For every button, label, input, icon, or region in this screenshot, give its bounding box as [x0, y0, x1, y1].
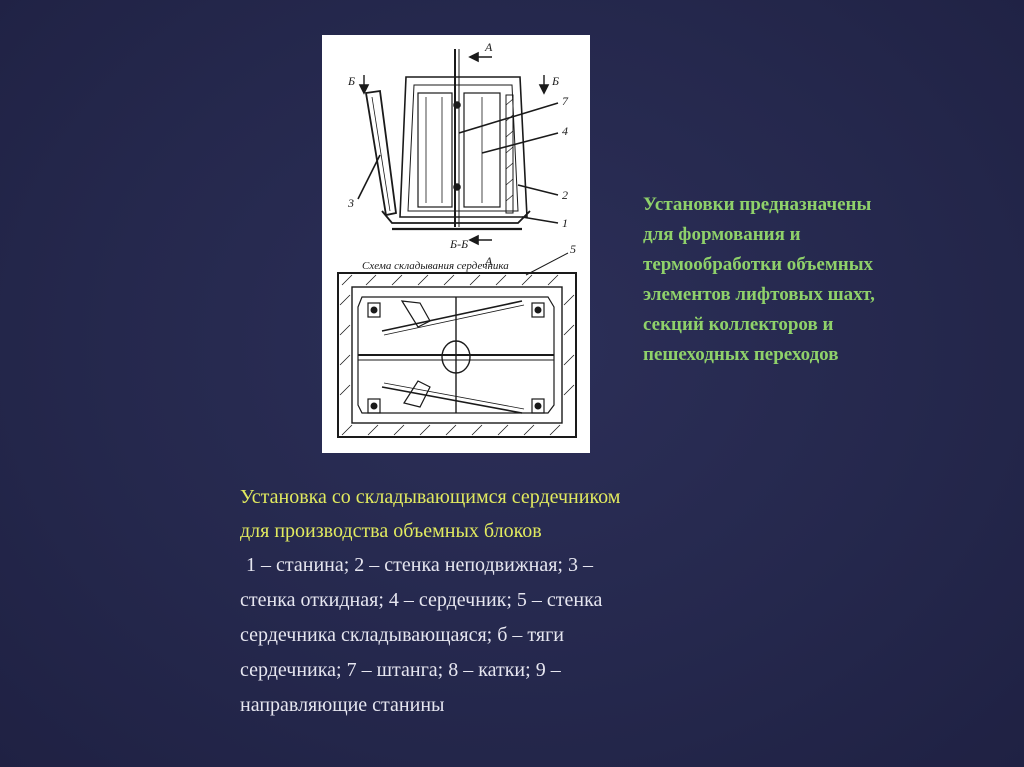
caption-title-line: Установка со складывающимся сердечником	[240, 486, 621, 508]
caption-legend-line: стенка откидная; 4 – сердечник; 5 – стен…	[240, 589, 603, 611]
caption-legend-line: 1 – станина; 2 – стенка неподвижная; 3 –	[246, 554, 593, 576]
label-a-bottom: А	[484, 254, 493, 268]
purpose-line: Установки предназначены	[643, 194, 872, 215]
caption-title-line: для производства объемных блоков	[240, 520, 542, 542]
technical-drawing: А А Б Б Б-Б Схема складывания сердечника…	[322, 35, 590, 453]
caption-legend-line: направляющие станины	[240, 694, 445, 716]
callout-4: 4	[562, 124, 568, 138]
drawing-svg: А А Б Б Б-Б Схема складывания сердечника…	[337, 40, 577, 438]
purpose-line: секций коллекторов и	[643, 314, 834, 335]
label-section-title: Б-Б	[449, 237, 468, 251]
callout-3: 3	[347, 196, 354, 210]
figure-caption: Установка со складывающимся сердечником …	[240, 480, 760, 723]
callout-5: 5	[570, 242, 576, 256]
label-scheme-caption: Схема складывания сердечника	[362, 260, 509, 272]
elevation-view	[357, 49, 559, 246]
label-b-right: Б	[551, 74, 559, 88]
purpose-line: пешеходных переходов	[643, 344, 839, 365]
callout-7: 7	[562, 94, 569, 108]
purpose-line: элементов лифтовых шахт,	[643, 284, 875, 305]
caption-legend-line: сердечника; 7 – штанга; 8 – катки; 9 –	[240, 659, 561, 681]
callout-1: 1	[562, 216, 568, 230]
purpose-line: для формования и	[643, 224, 801, 245]
purpose-line: термообработки объемных	[643, 254, 874, 275]
callout-2: 2	[562, 188, 568, 202]
label-a-top: А	[484, 40, 493, 54]
section-view	[337, 252, 577, 438]
caption-legend-line: сердечника складывающаяся; б – тяги	[240, 624, 564, 646]
label-b-left: Б	[347, 74, 355, 88]
purpose-text: Установки предназначены для формования и…	[643, 190, 983, 370]
